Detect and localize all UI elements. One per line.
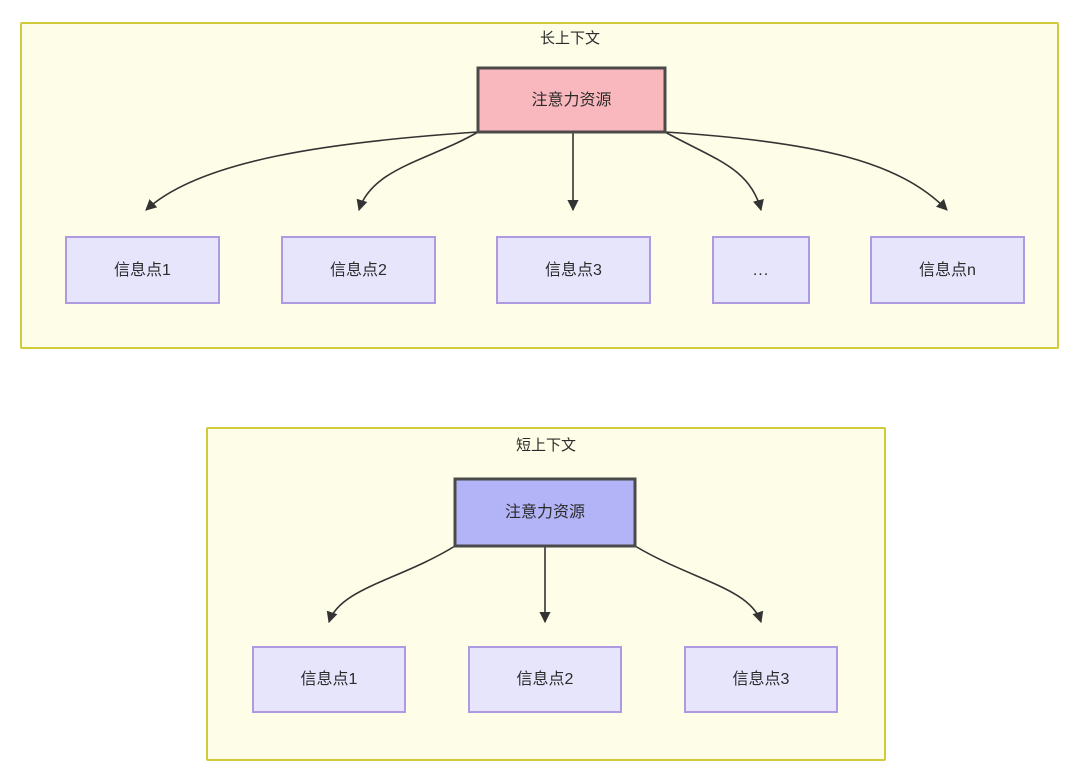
panel-short-context: 短上下文 注意力资源 信息点1 信息点2 信息点3	[206, 427, 886, 761]
node-info-point-1-long-label: 信息点1	[114, 261, 171, 279]
node-attention-resource-long-label: 注意力资源	[531, 90, 611, 109]
node-info-point-2-short-label: 信息点2	[517, 670, 574, 688]
node-info-point-ellipsis-long-rect[interactable]	[712, 236, 810, 304]
node-info-point-1-short-label: 信息点1	[301, 670, 358, 688]
node-info-point-2-long-label: 信息点2	[330, 261, 387, 279]
node-info-point-3-short-label: 信息点3	[733, 670, 790, 688]
node-info-point-1-short[interactable]: 信息点1	[252, 646, 406, 713]
panel-short-context-title: 短上下文	[516, 437, 576, 454]
node-info-point-n-long-rect[interactable]	[870, 236, 1025, 304]
node-attention-resource-long[interactable]: 注意力资源	[476, 66, 667, 134]
panel-long-context: 长上下文 注意力资源 信息点1 信息点2	[20, 22, 1059, 349]
node-info-point-2-long[interactable]: 信息点2	[281, 236, 436, 304]
node-info-point-n-long-label: 信息点n	[919, 261, 976, 279]
edge-root-to-info-ellipsis	[664, 131, 764, 212]
panel-long-context-title: 长上下文	[540, 30, 600, 47]
node-info-point-1-long[interactable]: 信息点1	[65, 236, 220, 304]
edge-root-to-info-3-short	[634, 545, 764, 624]
node-info-point-3-long-label: 信息点3	[545, 261, 602, 279]
edge-root-to-info-n	[664, 131, 948, 211]
node-info-point-1-long-rect[interactable]	[65, 236, 220, 304]
node-info-point-2-long-rect[interactable]	[281, 236, 436, 304]
edges-long-context	[145, 131, 948, 212]
edge-root-to-info-2	[356, 131, 479, 212]
edges-short-context	[326, 545, 764, 624]
node-info-point-3-short[interactable]: 信息点3	[684, 646, 838, 713]
node-info-point-2-short-rect[interactable]	[468, 646, 622, 713]
node-attention-resource-short-label: 注意力资源	[505, 502, 585, 521]
edge-root-to-info-1-short	[326, 545, 456, 624]
node-info-point-3-short-rect[interactable]	[684, 646, 838, 713]
edge-root-to-info-1	[145, 131, 479, 211]
node-info-point-ellipsis-long[interactable]: ...	[712, 236, 810, 304]
node-info-point-3-long[interactable]: 信息点3	[496, 236, 651, 304]
node-info-point-3-long-rect[interactable]	[496, 236, 651, 304]
node-attention-resource-short[interactable]: 注意力资源	[453, 477, 637, 548]
node-info-point-ellipsis-long-label: ...	[753, 262, 769, 279]
node-info-point-n-long[interactable]: 信息点n	[870, 236, 1025, 304]
node-attention-resource-long-rect[interactable]	[476, 66, 667, 134]
node-attention-resource-short-rect[interactable]	[453, 477, 637, 548]
node-info-point-2-short[interactable]: 信息点2	[468, 646, 622, 713]
node-info-point-1-short-rect[interactable]	[252, 646, 406, 713]
